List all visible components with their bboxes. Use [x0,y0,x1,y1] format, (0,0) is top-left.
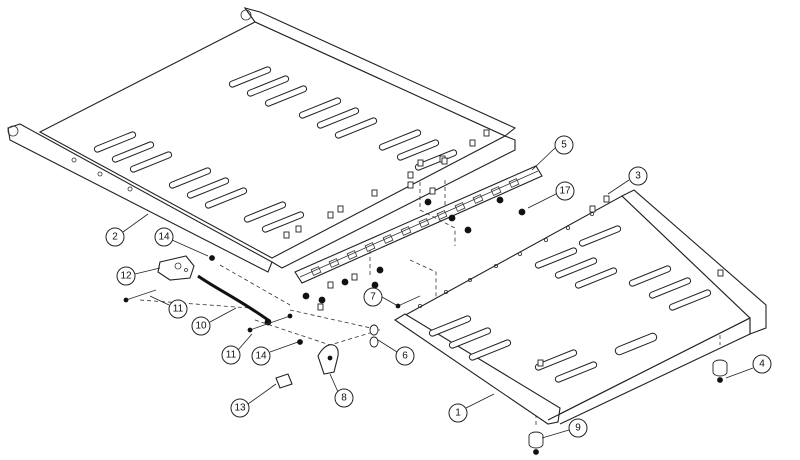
callout-11-a: 11 [149,295,188,319]
callout-13: 13 [230,383,277,418]
tray-1-slots [428,225,712,383]
callout-7: 7 [363,287,399,307]
pin-part-7 [395,295,421,309]
callout-5: 5 [531,135,574,171]
cable-part-10 [197,274,272,326]
callout-label: 11 [226,350,237,361]
callout-2: 2 [105,213,149,247]
callout-14-a: 14 [154,227,209,257]
tray-2-slots [93,66,458,233]
callout-11-b: 11 [221,333,253,365]
callout-label: 4 [759,359,765,370]
callout-4: 4 [725,354,772,379]
callout-label: 13 [234,403,246,414]
callout-label: 5 [561,140,567,151]
callout-17: 17 [527,181,575,209]
callout-label: 1 [455,408,461,419]
callout-1: 1 [448,393,495,423]
tray-part-1 [393,189,767,425]
foot-part-9 [528,431,544,455]
callout-label: 12 [120,271,132,282]
callout-label: 3 [635,171,641,182]
screws-part-11 [123,289,293,333]
callout-label: 2 [112,232,118,243]
callout-9: 9 [541,418,588,439]
callout-label: 10 [195,321,207,332]
callout-label: 8 [341,393,347,404]
callout-label: 9 [575,423,581,434]
callout-label: 14 [158,232,170,243]
spacer-part-13 [275,373,293,389]
callout-label: 14 [255,351,267,362]
callout-8: 8 [329,373,354,408]
hardware-cluster [302,157,526,311]
knob-part-8 [317,344,339,375]
hinge-part-5 [294,165,543,284]
callout-12: 12 [116,266,161,286]
tray-part-2 [7,7,517,273]
callout-6: 6 [377,339,415,366]
foot-part-4 [712,359,728,383]
callout-14-b: 14 [251,341,299,366]
callout-label: 11 [173,304,184,315]
bracket-part-12 [157,255,195,281]
washers-part-6 [369,324,379,348]
callout-label: 6 [402,351,408,362]
callout-10: 10 [191,307,237,336]
callout-label: 17 [559,186,571,197]
callouts: 1 2 3 4 5 6 7 [105,135,772,439]
callout-label: 7 [370,292,376,303]
callout-3: 3 [607,166,648,195]
